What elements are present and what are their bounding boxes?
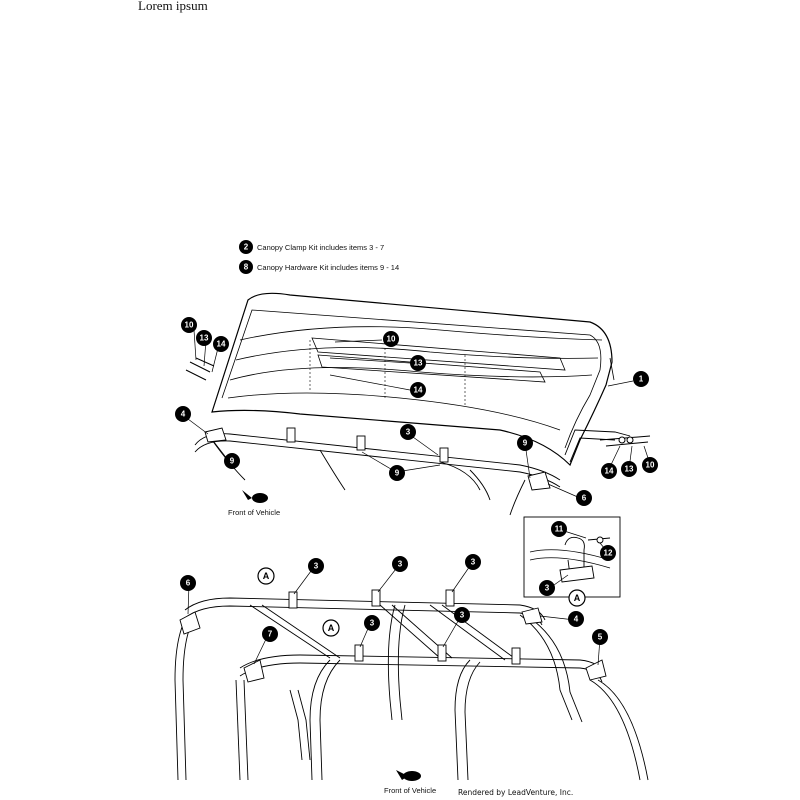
bolts-right <box>599 435 651 447</box>
callout-number: 10 <box>646 461 655 470</box>
front-arrow-upper: Front of Vehicle <box>228 490 280 517</box>
callout-number: 10 <box>387 335 396 344</box>
callout-number: 5 <box>598 633 603 642</box>
callout-number: 12 <box>604 549 613 558</box>
callout-A-lower-center: A <box>322 619 340 637</box>
callout-A-lower-left: A <box>257 567 275 585</box>
callout-number: 3 <box>314 562 319 571</box>
callout-4-lower: 4 <box>568 611 584 627</box>
upper-frame <box>194 429 631 516</box>
callout-number: 3 <box>398 560 403 569</box>
callout-number: 2 <box>244 243 249 252</box>
callout-number: 3 <box>471 558 476 567</box>
callout-12: 12 <box>600 545 616 561</box>
front-arrow-lower: Front of Vehicle <box>384 770 436 795</box>
callout-number: 4 <box>574 615 579 624</box>
callout-9-left: 9 <box>224 453 240 469</box>
callout-9-right: 9 <box>517 435 533 451</box>
callout-3-lower-e: 3 <box>454 607 470 623</box>
callout-number: 3 <box>545 584 550 593</box>
callout-3-lower-d: 3 <box>364 615 380 631</box>
callout-number: A <box>263 571 270 581</box>
callout-number: 6 <box>186 579 191 588</box>
callout-13-left: 13 <box>196 330 212 346</box>
callout-14-center: 14 <box>410 382 426 398</box>
callout-number: 14 <box>217 340 226 349</box>
callout-number: 1 <box>639 375 644 384</box>
callout-number: A <box>574 593 581 603</box>
callout-number: Canopy Clamp Kit includes items 3 - 7 <box>257 243 384 252</box>
callout-number: 9 <box>523 439 528 448</box>
upper-clamps <box>204 427 551 491</box>
callout-4-upper: 4 <box>175 406 191 422</box>
callout-6-upper: 6 <box>576 490 592 506</box>
callout-number: Front of Vehicle <box>228 508 280 517</box>
page-title: Lorem ipsum <box>138 0 208 13</box>
callout-number: Canopy Hardware Kit includes items 9 - 1… <box>257 263 399 272</box>
callout-10-left: 10 <box>181 317 197 333</box>
credit-text: Rendered by LeadVenture, Inc. <box>458 788 573 797</box>
callout-7: 7 <box>262 626 278 642</box>
callout-3-detail: 3 <box>539 580 555 596</box>
callout-13-right: 13 <box>621 461 637 477</box>
callout-number: 3 <box>460 611 465 620</box>
callout-number: 13 <box>200 334 209 343</box>
callout-number: 9 <box>395 469 400 478</box>
callout-5: 5 <box>592 629 608 645</box>
callout-number: 8 <box>244 263 249 272</box>
callout-11: 11 <box>551 521 567 537</box>
callout-3-upper: 3 <box>400 424 416 440</box>
callout-number: 13 <box>414 359 423 368</box>
callout-number: 3 <box>406 428 411 437</box>
callout-6-lower: 6 <box>180 575 196 591</box>
kit-note-8: 8 Canopy Hardware Kit includes items 9 -… <box>239 260 399 274</box>
callout-14-left: 14 <box>213 336 229 352</box>
callout-number: Front of Vehicle <box>384 786 436 795</box>
callout-number: A <box>328 623 335 633</box>
callout-number: 7 <box>268 630 273 639</box>
canopy-roof <box>211 292 615 467</box>
callout-number: 14 <box>605 467 614 476</box>
kit-note-2: 2 Canopy Clamp Kit includes items 3 - 7 <box>239 240 384 254</box>
callout-14-right: 14 <box>601 463 617 479</box>
callout-10-center: 10 <box>383 331 399 347</box>
callout-13-center: 13 <box>410 355 426 371</box>
callout-number: 9 <box>230 457 235 466</box>
bolts-left <box>185 357 215 381</box>
callout-10-right: 10 <box>642 457 658 473</box>
callout-number: 11 <box>555 525 564 534</box>
callout-3-lower-c: 3 <box>465 554 481 570</box>
callout-number: 6 <box>582 494 587 503</box>
callout-number: 13 <box>625 465 634 474</box>
callout-A-detail: A <box>568 589 586 607</box>
callout-1: 1 <box>633 371 649 387</box>
lower-clamps <box>179 589 607 683</box>
callout-number: 4 <box>181 410 186 419</box>
callout-9-center: 9 <box>389 465 405 481</box>
callout-number: 14 <box>414 386 423 395</box>
callout-3-lower-a: 3 <box>308 558 324 574</box>
callout-number: 3 <box>370 619 375 628</box>
leader-lines-upper <box>183 329 651 499</box>
callout-3-lower-b: 3 <box>392 556 408 572</box>
callout-number: 10 <box>185 321 194 330</box>
